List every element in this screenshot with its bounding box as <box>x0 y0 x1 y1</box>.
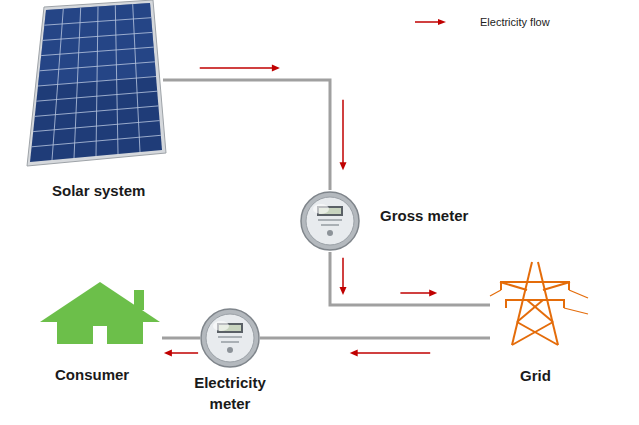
wire-line <box>330 252 490 305</box>
flow-arrow <box>356 352 431 354</box>
meter-node: Electricity meter <box>200 308 260 368</box>
wire-connector <box>162 338 200 357</box>
wire-connector <box>163 65 347 191</box>
grid-node: Grid <box>490 262 585 347</box>
meter-icon <box>301 192 359 250</box>
solar-panel-node: Solar system <box>28 0 163 172</box>
node-label: Gross meter <box>380 205 490 226</box>
node-label: Solar system <box>52 180 182 201</box>
wire-line <box>163 80 330 190</box>
flow-arrowhead <box>272 65 280 72</box>
wire-connector <box>330 252 490 305</box>
flow-arrow <box>400 292 431 294</box>
wire-line <box>260 337 490 340</box>
flow-arrow <box>342 100 344 164</box>
flow-arrowhead <box>340 162 347 170</box>
flow-arrowhead <box>350 350 358 357</box>
meter-node: Gross meter <box>300 190 360 252</box>
legend-arrow <box>415 19 446 25</box>
node-label: Consumer <box>55 364 165 385</box>
tower-icon <box>490 262 588 345</box>
flow-arrowhead <box>340 287 347 295</box>
solar-panel <box>27 0 166 166</box>
flow-arrow <box>342 258 344 289</box>
node-label: Electricity meter <box>185 372 275 414</box>
wire-connector <box>260 338 490 357</box>
flow-arrow <box>200 67 274 69</box>
meter-icon <box>201 309 259 367</box>
flow-arrowhead <box>164 350 172 357</box>
legend-text: Electricity flow <box>480 15 550 29</box>
house-icon <box>40 282 160 344</box>
wire-line <box>162 337 200 340</box>
flow-arrow <box>170 352 198 354</box>
house-node: Consumer <box>42 285 162 345</box>
flow-arrowhead <box>429 290 437 297</box>
node-label: Grid <box>520 365 580 386</box>
